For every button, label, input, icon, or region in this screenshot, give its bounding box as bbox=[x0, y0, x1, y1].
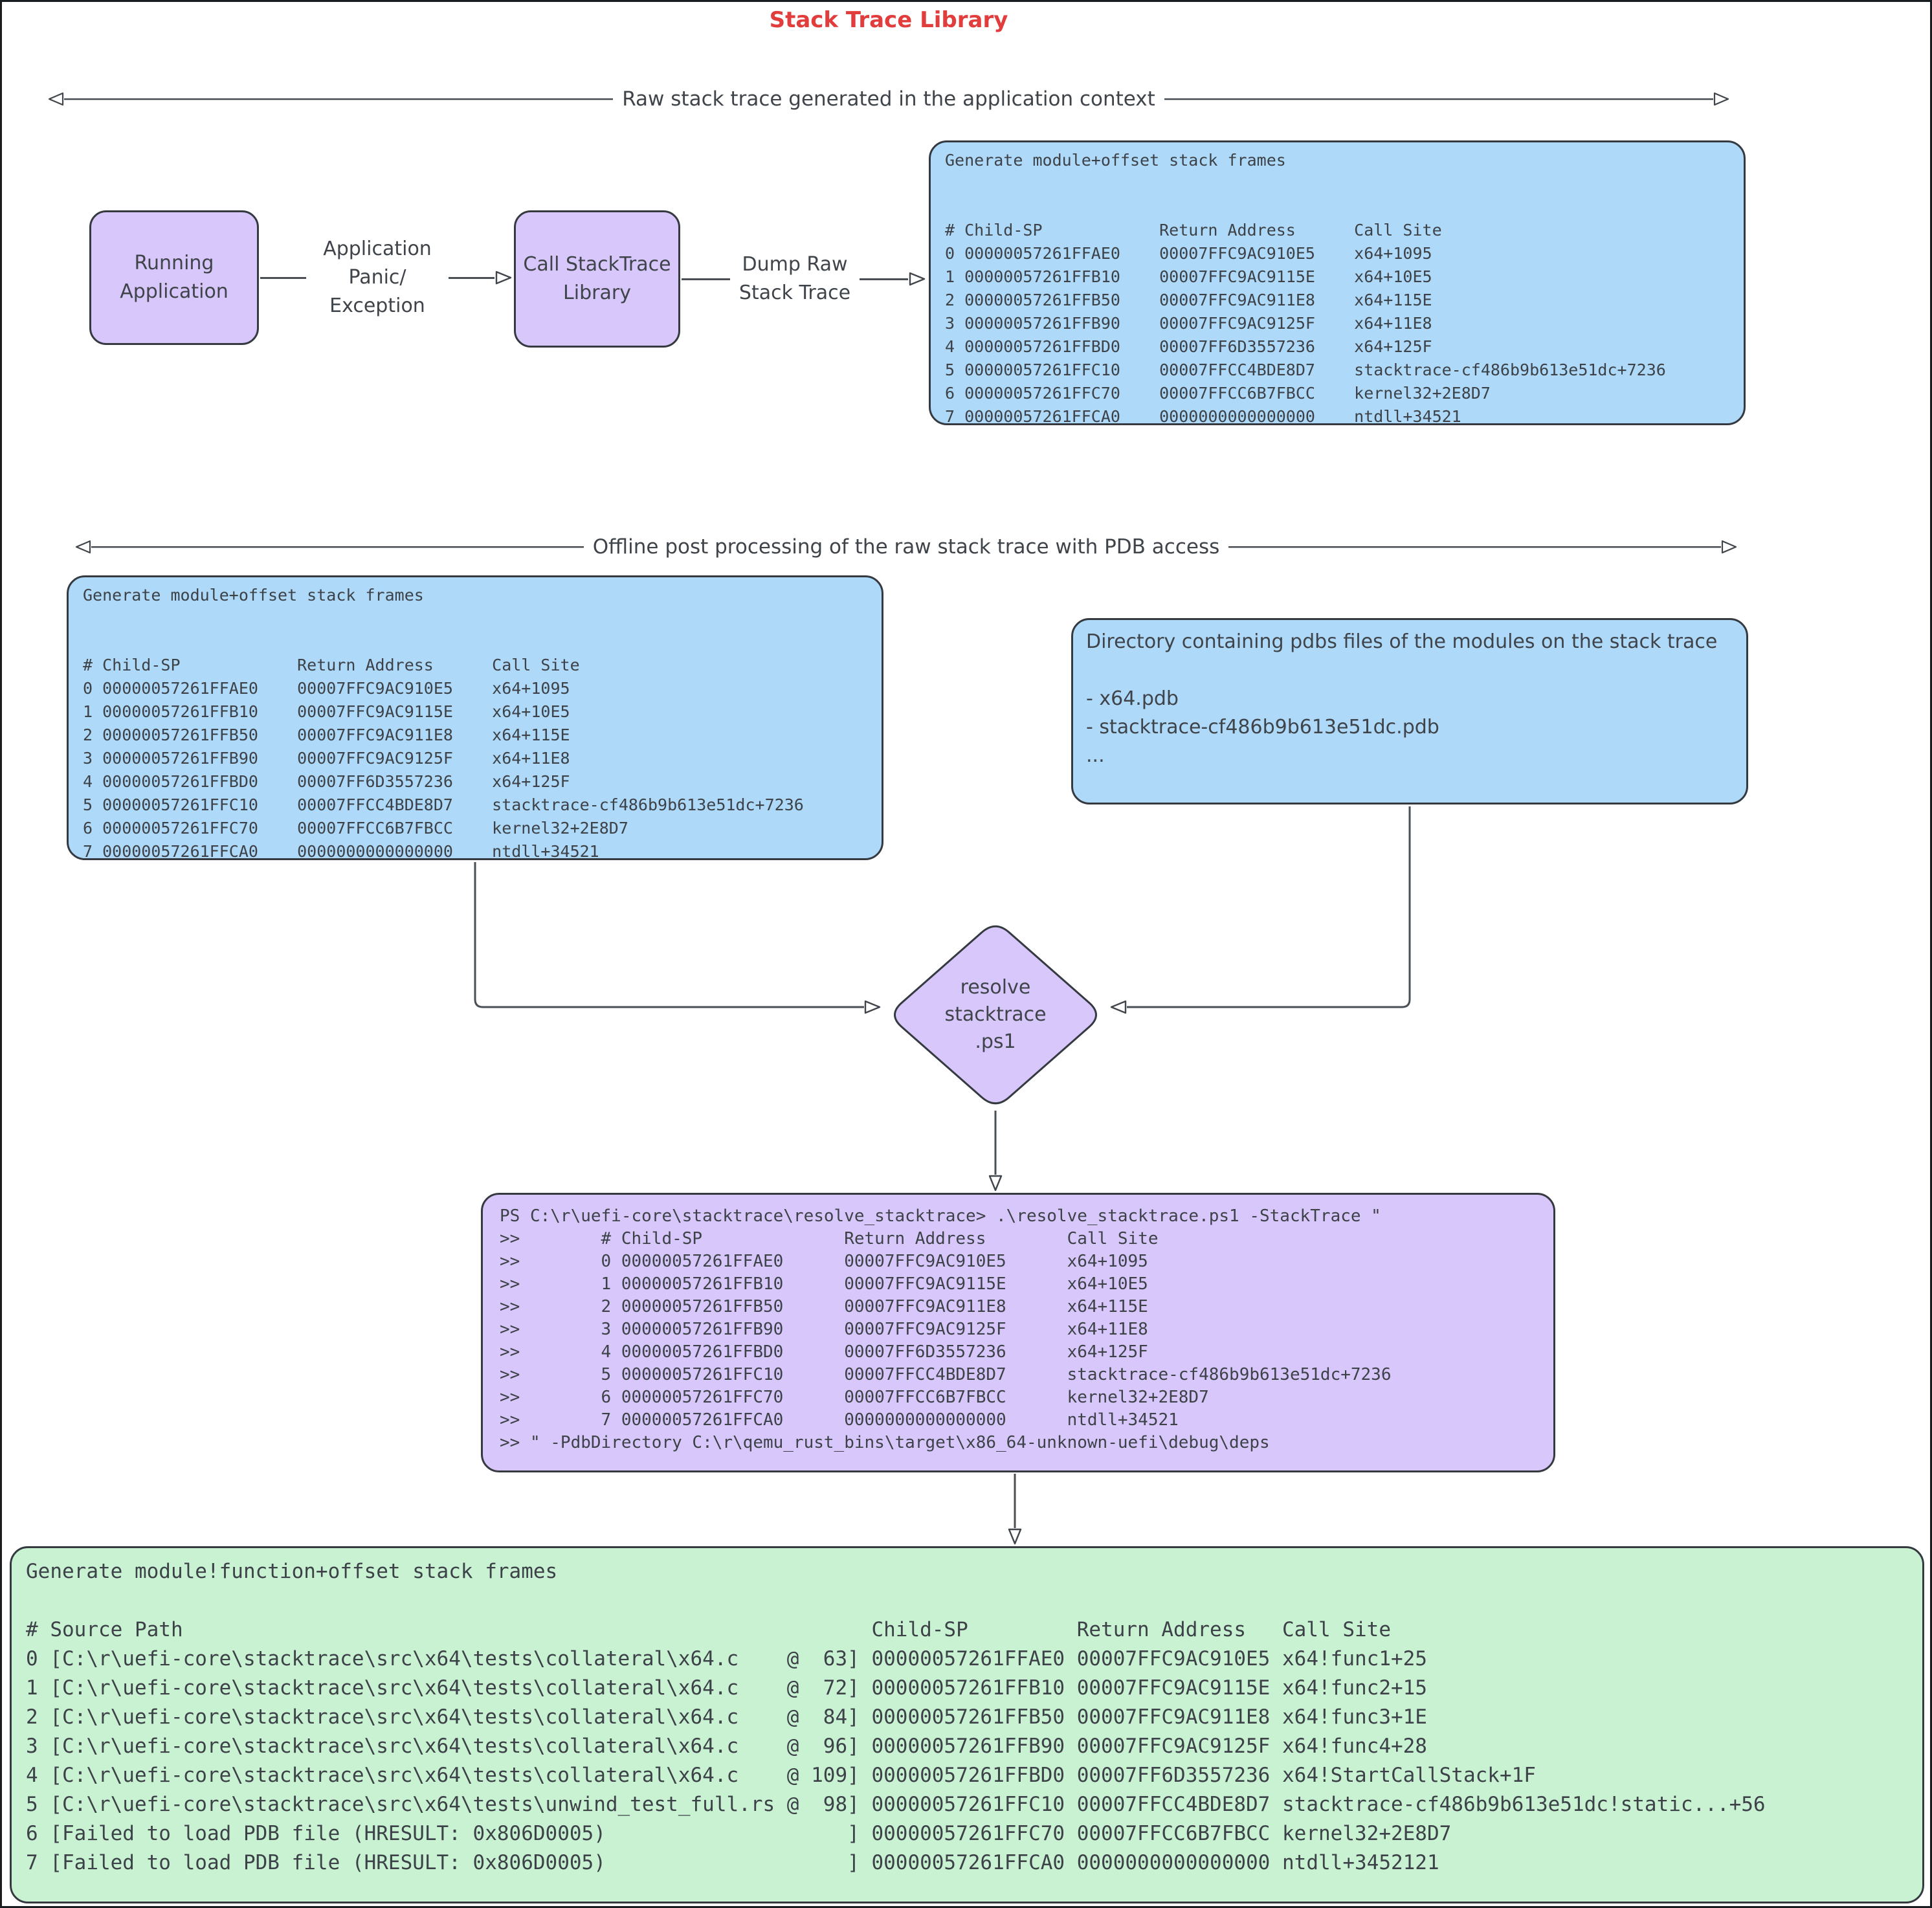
section-line bbox=[91, 546, 584, 548]
edge-line bbox=[260, 276, 306, 279]
edge-dump-raw-stack-trace-label: Dump Raw Stack Trace bbox=[738, 253, 851, 304]
node-call-stacktrace-library-label: Call StackTrace Library bbox=[523, 253, 671, 304]
diamond-resolve-stacktrace-label: resolve stacktrace .ps1 bbox=[944, 976, 1047, 1053]
pdb-directory-text: Directory containing pdbs files of the m… bbox=[1086, 630, 1718, 653]
pdb-directory-box: Directory containing pdbs files of the m… bbox=[1071, 618, 1748, 804]
arrowhead-right-icon bbox=[1713, 92, 1729, 106]
section-label-raw: Raw stack trace generated in the applica… bbox=[622, 87, 1155, 111]
section-arrow-raw: Raw stack trace generated in the applica… bbox=[47, 86, 1730, 112]
terminal-box-text: PS C:\r\uefi-core\stacktrace\resolve_sta… bbox=[500, 1206, 1392, 1452]
arrowhead-right-icon bbox=[1721, 540, 1737, 554]
section-label-offline: Offline post processing of the raw stack… bbox=[592, 535, 1220, 559]
pdb-file-item: - stacktrace-cf486b9b613e51dc.pdb bbox=[1086, 716, 1439, 738]
arrowhead-left-icon bbox=[48, 92, 64, 106]
edge-line bbox=[449, 276, 494, 279]
section-line bbox=[1228, 546, 1722, 548]
section-line bbox=[64, 98, 614, 100]
diamond-resolve-stacktrace bbox=[894, 925, 1097, 1105]
node-call-stacktrace-library: Call StackTrace Library bbox=[514, 210, 680, 348]
raw-trace-box-app: Generate module+offset stack frames # Ch… bbox=[929, 140, 1746, 425]
edge-dump-raw-stack-trace: Dump Raw Stack Trace bbox=[682, 210, 926, 348]
edge-application-panic: Application Panic/ Exception bbox=[260, 210, 513, 345]
pdb-file-list: - x64.pdb - stacktrace-cf486b9b613e51dc.p… bbox=[1086, 685, 1733, 770]
diamond-shape bbox=[894, 925, 1097, 1105]
section-line bbox=[1164, 98, 1713, 100]
raw-trace-box-offline-text: Generate module+offset stack frames # Ch… bbox=[83, 586, 804, 860]
resolved-frames-box-text: Generate module!function+offset stack fr… bbox=[26, 1560, 1766, 1874]
terminal-box: PS C:\r\uefi-core\stacktrace\resolve_sta… bbox=[481, 1193, 1555, 1472]
edge-application-panic-label: Application Panic/ Exception bbox=[323, 238, 432, 317]
arrowhead-right-icon bbox=[495, 271, 512, 285]
arrowhead-left-icon bbox=[75, 540, 91, 554]
raw-trace-box-offline: Generate module+offset stack frames # Ch… bbox=[67, 575, 883, 860]
pdb-file-item: - x64.pdb bbox=[1086, 687, 1179, 710]
node-running-application-label: Running Application bbox=[120, 252, 228, 303]
edge-line bbox=[682, 278, 730, 280]
pdb-file-item: ... bbox=[1086, 744, 1105, 767]
resolved-frames-box: Generate module!function+offset stack fr… bbox=[10, 1546, 1924, 1903]
edge-line bbox=[860, 278, 908, 280]
section-arrow-offline: Offline post processing of the raw stack… bbox=[74, 534, 1738, 560]
raw-trace-box-app-text: Generate module+offset stack frames # Ch… bbox=[945, 151, 1666, 425]
arrowhead-right-icon bbox=[909, 272, 926, 286]
node-running-application: Running Application bbox=[89, 210, 259, 345]
page-title: Stack Trace Library bbox=[769, 7, 1008, 33]
